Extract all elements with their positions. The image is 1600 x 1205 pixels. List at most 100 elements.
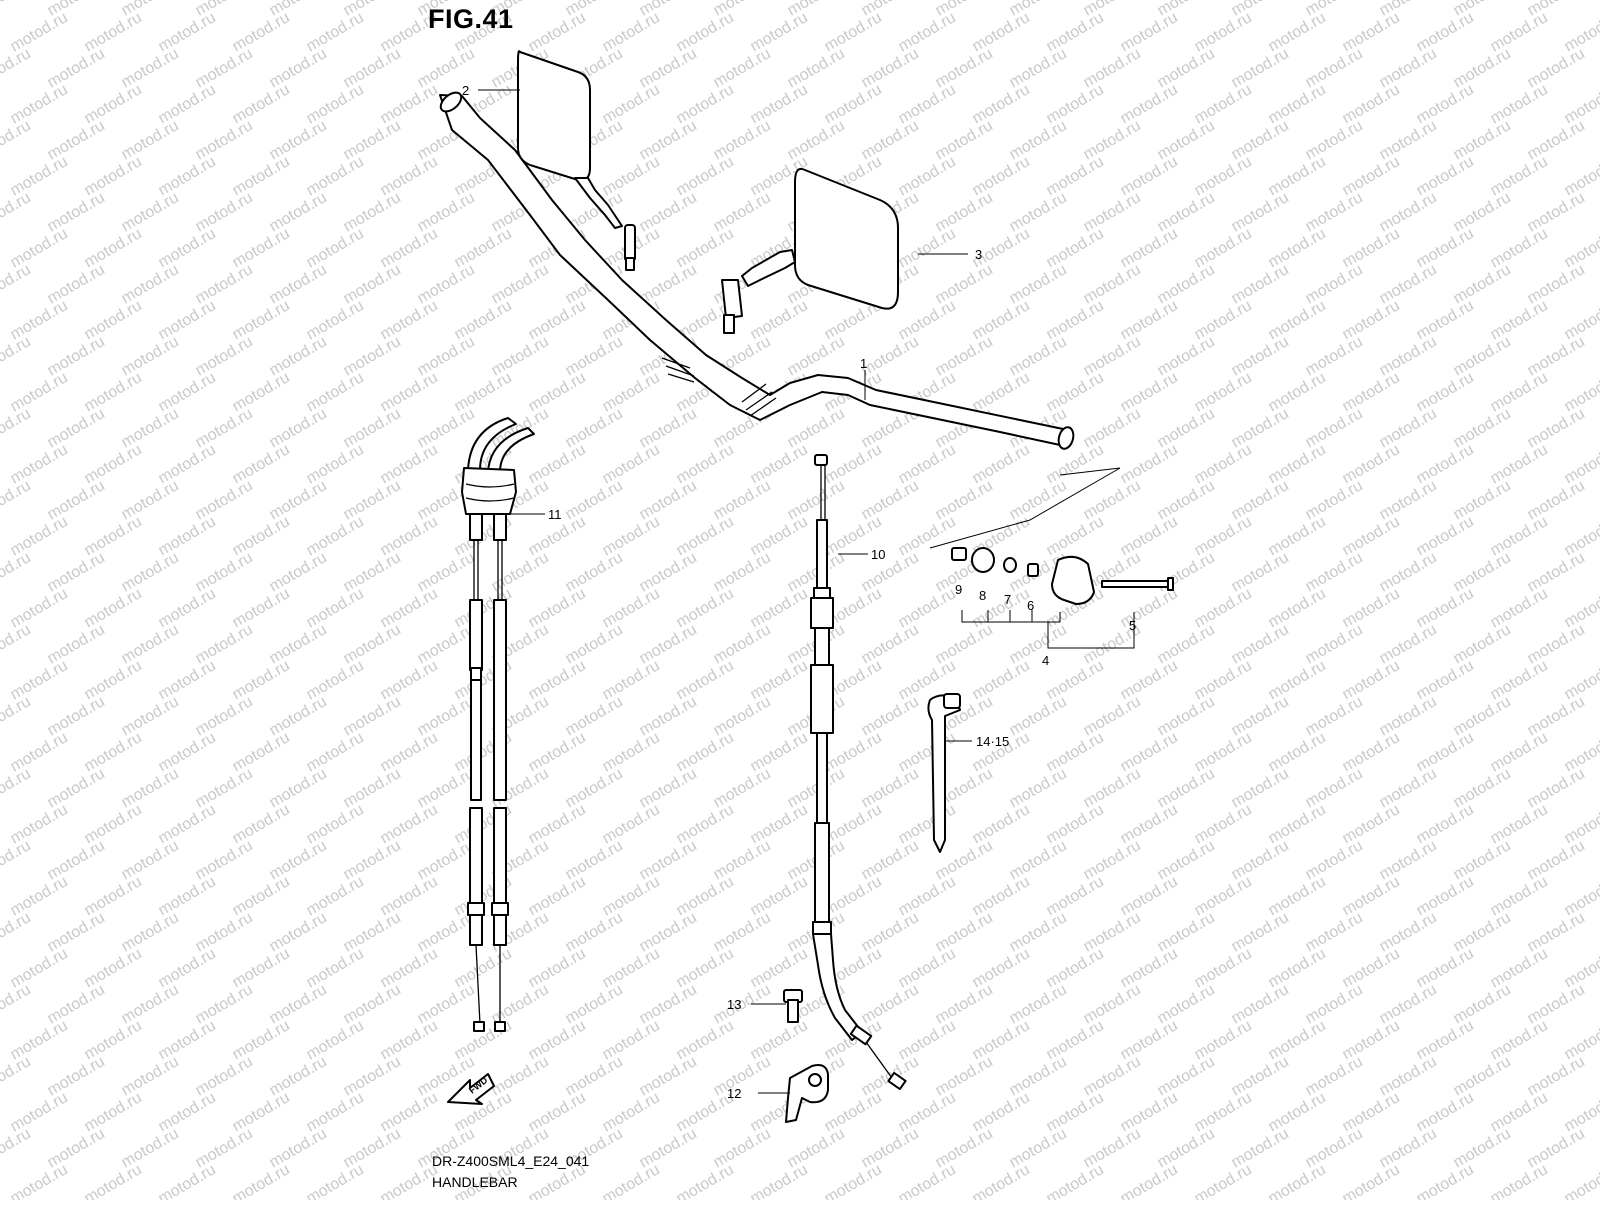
watermark-text: motod.ru <box>1266 441 1329 487</box>
watermark-text: motod.ru <box>1488 297 1551 343</box>
watermark-text: motod.ru <box>600 513 663 559</box>
watermark-text: motod.ru <box>45 621 108 667</box>
watermark-text: motod.ru <box>1562 1161 1600 1200</box>
watermark-text: motod.ru <box>822 441 885 487</box>
watermark-text: motod.ru <box>637 117 700 163</box>
watermark-text: motod.ru <box>600 873 663 919</box>
watermark-text: motod.ru <box>415 333 478 379</box>
watermark-text: motod.ru <box>1488 81 1551 127</box>
watermark-text: motod.ru <box>82 729 145 775</box>
watermark-text: motod.ru <box>82 657 145 703</box>
watermark-text: motod.ru <box>1155 333 1218 379</box>
watermark-text: motod.ru <box>1266 297 1329 343</box>
watermark-text: motod.ru <box>1229 405 1292 451</box>
watermark-text: motod.ru <box>267 765 330 811</box>
diagram-code: DR-Z400SML4_E24_041 <box>432 1153 589 1169</box>
callout-3: 3 <box>975 247 982 262</box>
watermark-text: motod.ru <box>341 909 404 955</box>
watermark-text: motod.ru <box>1229 189 1292 235</box>
watermark-text: motod.ru <box>637 765 700 811</box>
watermark-text: motod.ru <box>970 945 1033 991</box>
watermark-text: motod.ru <box>82 153 145 199</box>
watermark-text: motod.ru <box>1340 729 1403 775</box>
watermark-text: motod.ru <box>230 585 293 631</box>
callout-11: 11 <box>548 507 562 522</box>
watermark-text: motod.ru <box>230 729 293 775</box>
watermark-text: motod.ru <box>1266 585 1329 631</box>
watermark-text: motod.ru <box>1044 297 1107 343</box>
watermark-text: motod.ru <box>8 945 71 991</box>
watermark-text: motod.ru <box>1303 1053 1366 1099</box>
watermark-text: motod.ru <box>674 441 737 487</box>
watermark-text: motod.ru <box>933 621 996 667</box>
watermark-text: motod.ru <box>1081 45 1144 91</box>
watermark-text: motod.ru <box>1081 693 1144 739</box>
watermark-text: motod.ru <box>748 1017 811 1063</box>
watermark-text: motod.ru <box>637 189 700 235</box>
watermark-text: motod.ru <box>1303 117 1366 163</box>
callout-2: 2 <box>462 83 469 98</box>
watermark-text: motod.ru <box>970 441 1033 487</box>
watermark-text: motod.ru <box>8 585 71 631</box>
watermark-text: motod.ru <box>1525 693 1588 739</box>
watermark-text: motod.ru <box>859 981 922 1027</box>
watermark-text: motod.ru <box>822 729 885 775</box>
watermark-text: motod.ru <box>1414 9 1477 55</box>
watermark-text: motod.ru <box>1451 621 1514 667</box>
watermark-text: motod.ru <box>1118 9 1181 55</box>
watermark-text: motod.ru <box>378 369 441 415</box>
watermark-text: motod.ru <box>230 441 293 487</box>
watermark-text: motod.ru <box>378 1089 441 1135</box>
watermark-text: motod.ru <box>1451 117 1514 163</box>
watermark-text: motod.ru <box>933 333 996 379</box>
watermark-text: motod.ru <box>1377 621 1440 667</box>
watermark-text: motod.ru <box>193 117 256 163</box>
watermark-text: motod.ru <box>267 1125 330 1171</box>
watermark-text: motod.ru <box>1081 765 1144 811</box>
watermark-text: motod.ru <box>526 657 589 703</box>
watermark-text: motod.ru <box>156 81 219 127</box>
watermark-text: motod.ru <box>748 9 811 55</box>
watermark-text: motod.ru <box>45 837 108 883</box>
watermark-text: motod.ru <box>1118 657 1181 703</box>
watermark-text: motod.ru <box>785 1125 848 1171</box>
watermark-text: motod.ru <box>933 981 996 1027</box>
watermark-text: motod.ru <box>822 81 885 127</box>
watermark-text: motod.ru <box>526 873 589 919</box>
watermark-text: motod.ru <box>637 909 700 955</box>
watermark-text: motod.ru <box>1488 1161 1551 1200</box>
watermark-text: motod.ru <box>1155 837 1218 883</box>
watermark-text: motod.ru <box>637 549 700 595</box>
watermark-text: motod.ru <box>341 1125 404 1171</box>
watermark-text: motod.ru <box>1192 297 1255 343</box>
watermark-text: motod.ru <box>1340 1017 1403 1063</box>
watermark-text: motod.ru <box>600 1089 663 1135</box>
watermark-text: motod.ru <box>1007 837 1070 883</box>
watermark-text: motod.ru <box>415 405 478 451</box>
watermark-text: motod.ru <box>1118 1017 1181 1063</box>
watermark-text: motod.ru <box>600 81 663 127</box>
watermark-text: motod.ru <box>1007 693 1070 739</box>
watermark-text: motod.ru <box>230 945 293 991</box>
callout-8: 8 <box>979 588 986 603</box>
watermark-text: motod.ru <box>378 513 441 559</box>
watermark-text: motod.ru <box>267 117 330 163</box>
watermark-text: motod.ru <box>1192 153 1255 199</box>
watermark-text: motod.ru <box>1192 225 1255 271</box>
callout-4: 4 <box>1042 653 1049 668</box>
watermark-text: motod.ru <box>82 225 145 271</box>
watermark-text: motod.ru <box>1229 45 1292 91</box>
watermark-text: motod.ru <box>563 981 626 1027</box>
figure-title: FIG.41 <box>428 4 514 35</box>
watermark-text: motod.ru <box>711 837 774 883</box>
watermark-text: motod.ru <box>304 657 367 703</box>
watermark-text: motod.ru <box>896 1089 959 1135</box>
watermark-text: motod.ru <box>674 81 737 127</box>
watermark-text: motod.ru <box>1414 729 1477 775</box>
watermark-text: motod.ru <box>970 1161 1033 1200</box>
watermark-text: motod.ru <box>0 765 34 811</box>
watermark-text: motod.ru <box>1451 1125 1514 1171</box>
watermark-text: motod.ru <box>82 297 145 343</box>
watermark-text: motod.ru <box>1044 153 1107 199</box>
watermark-text: motod.ru <box>0 0 34 19</box>
